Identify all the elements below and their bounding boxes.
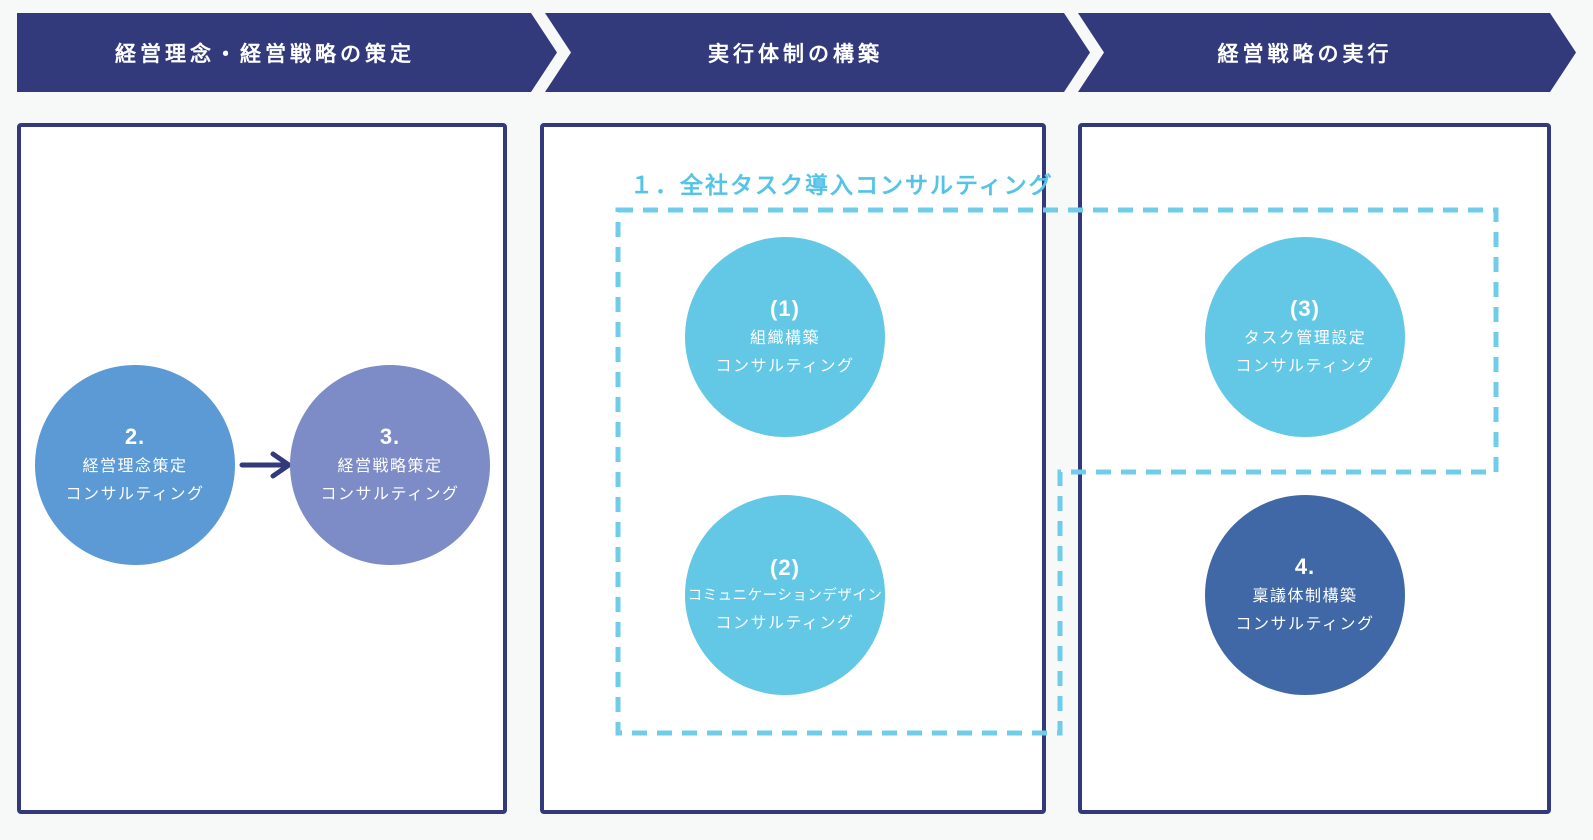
banner-execution-structure: 実行体制の構築 [545, 13, 1090, 92]
circle-philosophy-consulting: 2. 経営理念策定 コンサルティング [35, 365, 235, 565]
circle-number: (3) [1290, 296, 1320, 322]
circle-text: コンサルティング [715, 614, 855, 632]
circle-text: コミュニケーションデザイン [687, 588, 883, 605]
banner-label: 経営理念・経営戦略の策定 [115, 42, 415, 66]
circle-text: 組織構築 [749, 329, 820, 347]
circle-strategy-consulting: 3. 経営戦略策定 コンサルティング [290, 365, 490, 565]
circle-text: 経営戦略策定 [337, 457, 443, 475]
phase-box-execution [1078, 123, 1551, 814]
circle-number: (2) [770, 555, 800, 581]
circle-text: コンサルティング [65, 485, 205, 503]
banner-strategy-formulation: 経営理念・経営戦略の策定 [17, 13, 557, 92]
circle-number: (1) [770, 296, 800, 322]
circle-number: 2. [124, 424, 146, 450]
circle-text: 稟議体制構築 [1252, 587, 1358, 605]
circle-text: コンサルティング [1235, 357, 1375, 375]
circle-text: タスク管理設定 [1243, 329, 1367, 347]
circle-approval-structure-consulting: 4. 稟議体制構築 コンサルティング [1205, 495, 1405, 695]
banner-strategy-execution: 経営戦略の実行 [1078, 13, 1576, 92]
circle-task-management-consulting: (3) タスク管理設定 コンサルティング [1205, 237, 1405, 437]
phase-box-structure [540, 123, 1046, 814]
banner-label: 実行体制の構築 [708, 42, 883, 66]
circle-text: コンサルティング [320, 485, 460, 503]
group-label-task-consulting: １．全社タスク導入コンサルティング [630, 172, 1054, 198]
banner-label: 経営戦略の実行 [1217, 42, 1393, 66]
circle-communication-design-consulting: (2) コミュニケーションデザイン コンサルティング [685, 495, 885, 695]
circle-text: コンサルティング [715, 357, 855, 375]
circle-number: 4. [1294, 554, 1316, 580]
circle-organization-consulting: (1) 組織構築 コンサルティング [685, 237, 885, 437]
arrow-right-icon [239, 450, 297, 485]
circle-text: 経営理念策定 [82, 457, 188, 475]
circle-text: コンサルティング [1235, 615, 1375, 633]
circle-number: 3. [379, 424, 401, 450]
